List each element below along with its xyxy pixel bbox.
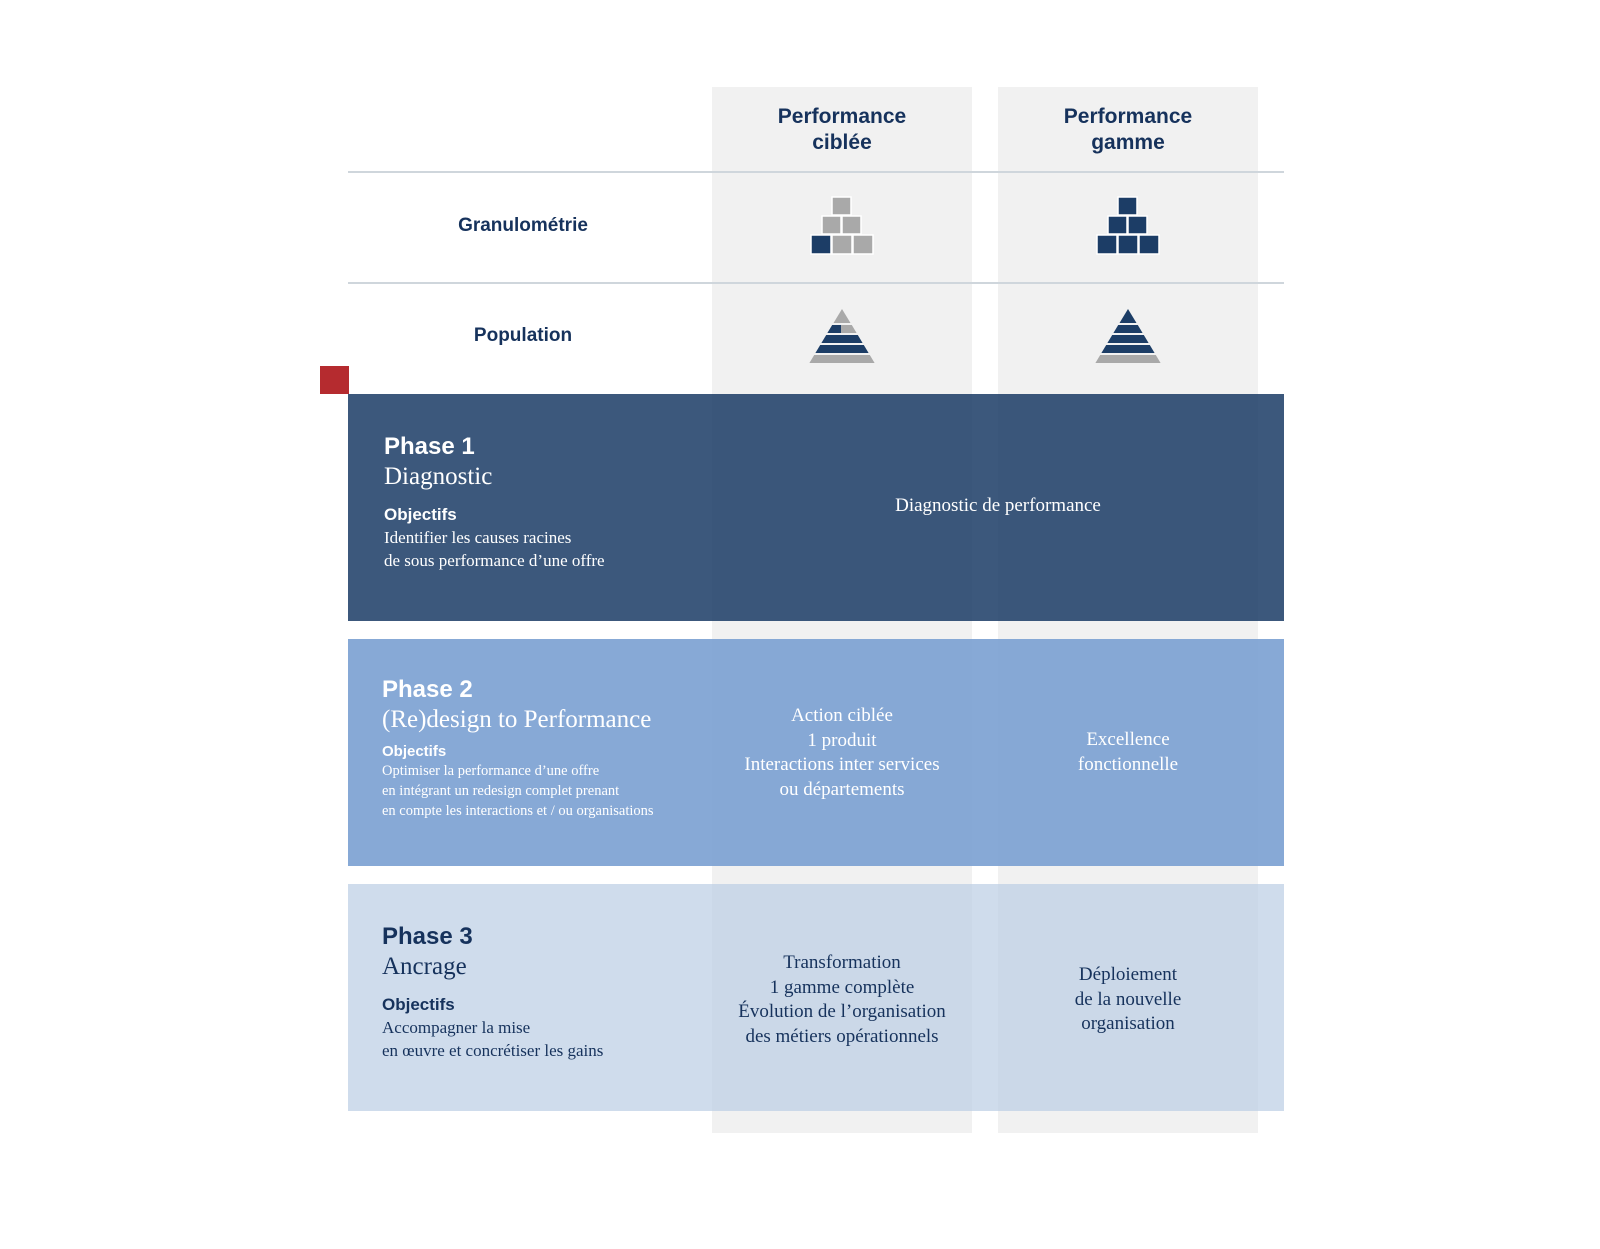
phase-1-band: Phase 1 Diagnostic Objectifs Identifier … (348, 394, 1284, 621)
phase-subtitle: Ancrage (382, 953, 467, 980)
objectives-label: Objectifs (382, 995, 455, 1014)
phase-3-description: Phase 3 Ancrage Objectifs Accompagner la… (382, 922, 712, 1062)
column-header-ciblee: Performance ciblée (712, 104, 972, 156)
phase-3-cell-ciblee: Transformation 1 gamme complète Évolutio… (738, 952, 946, 1047)
block-pyramid-icon (802, 191, 882, 261)
column-header-line: Performance (777, 105, 907, 128)
objectives-label: Objectifs (382, 743, 447, 760)
row-label-population: Population (473, 325, 573, 346)
column-header-gamme: Performance gamme (998, 104, 1258, 156)
phase-2-cell-gamme: Excellence fonctionnelle (1077, 729, 1179, 775)
phase-3-cell-gamme: Déploiement de la nouvelle organisation (1074, 964, 1182, 1034)
phase-3-band: Phase 3 Ancrage Objectifs Accompagner la… (348, 884, 1284, 1111)
column-header-line: gamme (1091, 131, 1165, 154)
phase-title: Phase 2 (382, 676, 473, 703)
phase-2-description: Phase 2 (Re)design to Performance Object… (382, 675, 712, 821)
divider-line (348, 171, 1284, 173)
column-header-line: ciblée (812, 131, 872, 154)
phase-subtitle: Diagnostic (384, 463, 493, 490)
phase-title: Phase 3 (382, 923, 473, 950)
objectives-text: Optimiser la performance d’une offre en … (382, 763, 654, 819)
objectives-text: Accompagner la mise en œuvre et concréti… (382, 1018, 604, 1060)
phase-subtitle: (Re)design to Performance (382, 706, 652, 733)
divider-line (348, 282, 1284, 284)
accent-square (320, 366, 349, 394)
layered-triangle-icon (1088, 302, 1168, 372)
column-header-line: Performance (1063, 105, 1193, 128)
block-pyramid-icon (1088, 191, 1168, 261)
phase-2-cell-ciblee: Action ciblée 1 produit Interactions int… (744, 705, 940, 800)
phase-title: Phase 1 (384, 433, 475, 460)
objectives-text: Identifier les causes racines de sous pe… (384, 528, 605, 570)
phase-1-cell-combined: Diagnostic de performance (895, 495, 1101, 516)
layered-triangle-icon (802, 302, 882, 372)
phase-1-description: Phase 1 Diagnostic Objectifs Identifier … (384, 432, 714, 572)
objectives-label: Objectifs (384, 505, 457, 524)
row-label-granulometrie: Granulométrie (458, 215, 588, 236)
phase-2-band: Phase 2 (Re)design to Performance Object… (348, 639, 1284, 866)
